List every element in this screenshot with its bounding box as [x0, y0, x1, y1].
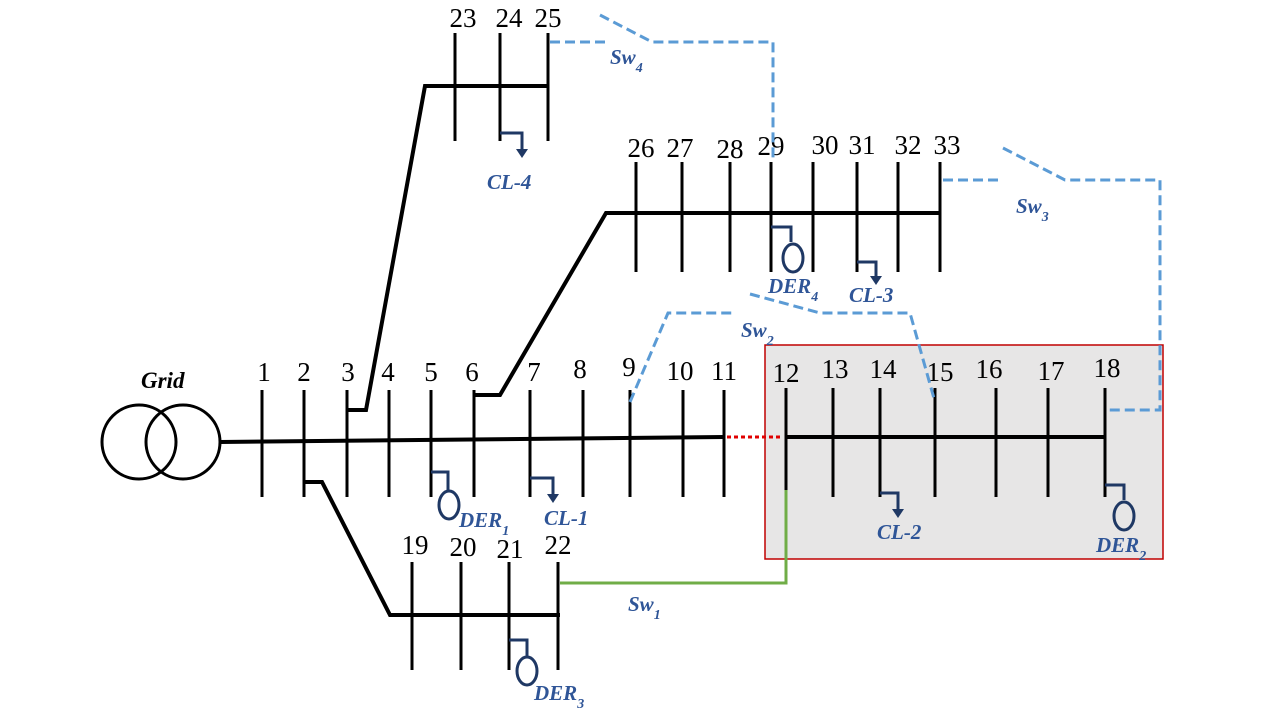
- der2-label: DER2: [1095, 533, 1146, 564]
- cl4-label: CL-4: [487, 170, 531, 194]
- switch-sw1-label: Sw1: [628, 592, 661, 623]
- main-feeder-line: [219, 435, 725, 444]
- bus-label-20: 20: [450, 532, 477, 562]
- switch-sw3-label: Sw3: [1016, 194, 1049, 225]
- der4-generator-icon: [771, 225, 805, 274]
- bus-label-17: 17: [1038, 356, 1065, 386]
- bus-label-3: 3: [341, 357, 355, 387]
- bus-label-30: 30: [812, 130, 839, 160]
- cl3-load-arrow-icon: [857, 260, 882, 285]
- bus-label-23: 23: [450, 3, 477, 33]
- bus-label-5: 5: [424, 357, 438, 387]
- bus-label-25: 25: [535, 3, 562, 33]
- cl2-label: CL-2: [877, 520, 922, 544]
- bus-label-27: 27: [667, 133, 694, 163]
- switch-sw3-line-right: [1002, 146, 1162, 412]
- bus-label-12: 12: [773, 358, 800, 388]
- bus-label-33: 33: [934, 130, 961, 160]
- der4-label: DER4: [767, 274, 818, 305]
- bus-label-8: 8: [573, 354, 587, 384]
- der1-generator-icon: [431, 470, 461, 521]
- bus-label-15: 15: [927, 357, 954, 387]
- bus-label-10: 10: [667, 356, 694, 386]
- bus-label-21: 21: [497, 534, 524, 564]
- bus-label-28: 28: [717, 134, 744, 164]
- bus-label-31: 31: [849, 130, 876, 160]
- bus-label-16: 16: [976, 354, 1003, 384]
- branch-line-3-23: [347, 84, 548, 412]
- der3-generator-icon: [509, 638, 539, 687]
- bus-label-24: 24: [496, 3, 524, 33]
- bus-label-7: 7: [527, 357, 541, 387]
- bus-label-29: 29: [758, 131, 785, 161]
- cl1-load-arrow-icon: [530, 476, 559, 503]
- bus-label-4: 4: [381, 357, 395, 387]
- branch-line-6-26: [474, 211, 940, 397]
- bus-label-13: 13: [822, 354, 849, 384]
- bus-label-6: 6: [465, 357, 479, 387]
- cl1-label: CL-1: [544, 506, 588, 530]
- bus-label-11: 11: [711, 356, 737, 386]
- bus-label-22: 22: [545, 530, 572, 560]
- branch-line-2-19: [304, 480, 560, 617]
- cl2-load-arrow-icon: [880, 491, 904, 518]
- cl3-label: CL-3: [849, 283, 893, 307]
- bus-label-9: 9: [622, 352, 636, 382]
- grid-label: Grid: [141, 368, 185, 393]
- der3-label: DER3: [533, 681, 584, 712]
- der1-label: DER1: [458, 508, 509, 539]
- switch-sw2-label: Sw2: [741, 318, 774, 349]
- bus-label-14: 14: [870, 354, 898, 384]
- switch-sw1-line: [560, 490, 788, 585]
- switch-sw2-line-left: [628, 311, 735, 403]
- switch-sw4-label: Sw4: [610, 45, 643, 76]
- grid-transformer-icon: [100, 403, 222, 481]
- der2-generator-icon: [1105, 483, 1136, 532]
- bus-label-2: 2: [297, 357, 311, 387]
- switch-sw2-line-right: [749, 292, 937, 403]
- shaded-zone: [764, 344, 1164, 560]
- cl4-load-arrow-icon: [500, 131, 528, 158]
- bus-label-19: 19: [402, 530, 429, 560]
- bus-label-26: 26: [628, 133, 655, 163]
- bus-label-18: 18: [1094, 353, 1121, 383]
- bus-label-32: 32: [895, 130, 922, 160]
- bus-label-1: 1: [257, 357, 271, 387]
